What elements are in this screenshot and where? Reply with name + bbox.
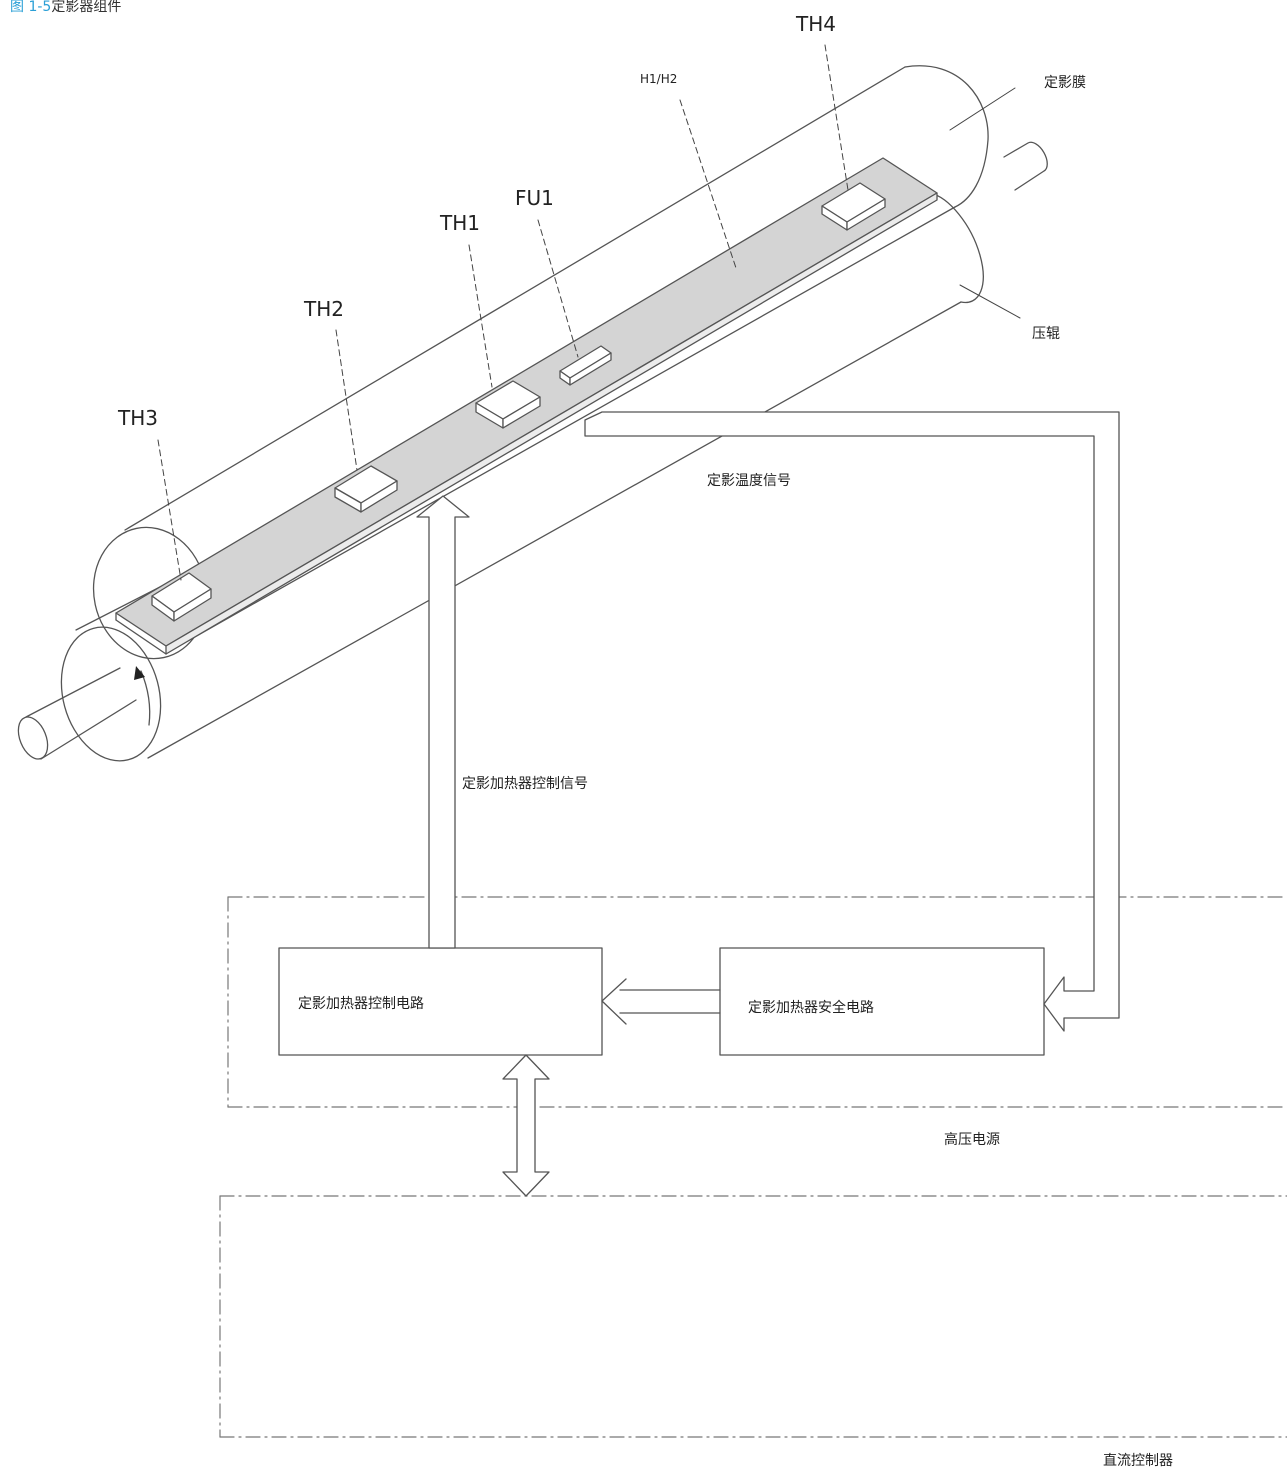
dc-controller-enclosure [219,1195,1287,1438]
th2-block-front [360,480,398,513]
label-temp-signal: 定影温度信号 [707,473,791,489]
label-hv-power: 高压电源 [944,1132,1000,1148]
heater-control-signal-arrow [416,495,470,949]
rotation-arrow [140,670,151,726]
roller-callout [959,284,1021,319]
label-heater-control-signal: 定影加热器控制信号 [462,776,588,792]
label-fixing-film: 定影膜 [1044,75,1086,91]
film-callout [949,87,1016,131]
label-heater-control-circuit: 定影加热器控制电路 [298,996,424,1012]
figure-caption: 图 1-5定影器组件 [10,0,121,16]
th2-leader [335,329,358,471]
th4-leader [824,44,849,191]
figure-number: 图 1-5 [10,0,52,15]
label-fu1: FU1 [515,186,554,210]
bidirectional-arrow [502,1054,550,1197]
label-pressure-roller: 压辊 [1032,326,1060,342]
shaft-right-end [1003,141,1048,191]
callout-lines [949,87,1021,319]
label-th2: TH2 [304,297,344,321]
th3-leader [157,439,182,581]
sensor-blocks [151,182,886,622]
th4-block-front [846,198,886,231]
label-th3: TH3 [118,406,158,430]
label-th1: TH1 [440,211,480,235]
label-dc-controller: 直流控制器 [1103,1453,1173,1469]
label-h1h2: H1/H2 [640,72,678,86]
th1-leader [468,244,493,388]
th1-block-front [502,396,541,429]
shaft-left [17,667,137,760]
label-heater-safety-circuit: 定影加热器安全电路 [748,1000,874,1016]
fu1-block-front [569,352,612,386]
rotation-arrow-head [134,666,145,680]
leader-lines [157,44,849,581]
temp-signal-arrow [584,411,1120,1032]
label-th4: TH4 [796,12,836,36]
th3-block-front [173,588,212,622]
heater-safety-circuit-box [719,947,1045,1056]
heater-control-circuit-box [278,947,603,1056]
h1h2-leader [679,99,737,269]
pressure-roller [60,192,984,762]
safety-to-control-arrow [601,978,721,1025]
figure-title: 定影器组件 [51,0,122,15]
fu1-leader [537,219,579,358]
hv-power-enclosure [227,896,1287,1108]
